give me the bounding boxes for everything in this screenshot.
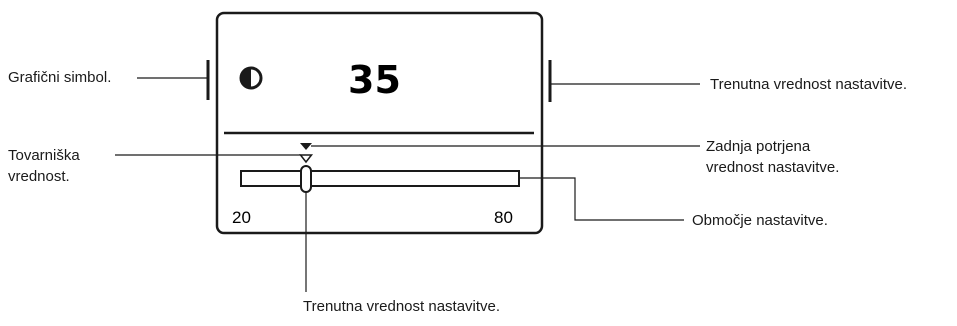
callout-factory-value-line1: Tovarniška — [8, 147, 80, 164]
callout-current-value-bottom: Trenutna vrednost nastavitve. — [303, 298, 501, 315]
callout-current-value-right: Trenutna vrednost nastavitve. — [710, 76, 908, 93]
current-value-display: 35 — [348, 58, 401, 102]
callout-last-confirmed-line1: Zadnja potrjena — [706, 138, 811, 155]
callout-last-confirmed-line2: vrednost nastavitve. — [706, 159, 840, 176]
last-confirmed-marker-icon — [300, 143, 312, 150]
display-frame — [215, 11, 544, 235]
callout-setting-range: Območje nastavitve. — [692, 212, 828, 229]
callout-graphic-symbol: Grafični simbol. — [8, 69, 112, 86]
slider-knob — [300, 165, 312, 193]
range-min-label: 20 — [232, 208, 251, 227]
range-bar — [240, 170, 520, 187]
half-filled-circle-icon — [239, 66, 263, 90]
callout-factory-value-line2: vrednost. — [8, 168, 70, 185]
factory-value-marker-icon — [298, 154, 314, 164]
leader-setting-range — [519, 177, 684, 221]
range-max-label: 80 — [494, 208, 513, 227]
